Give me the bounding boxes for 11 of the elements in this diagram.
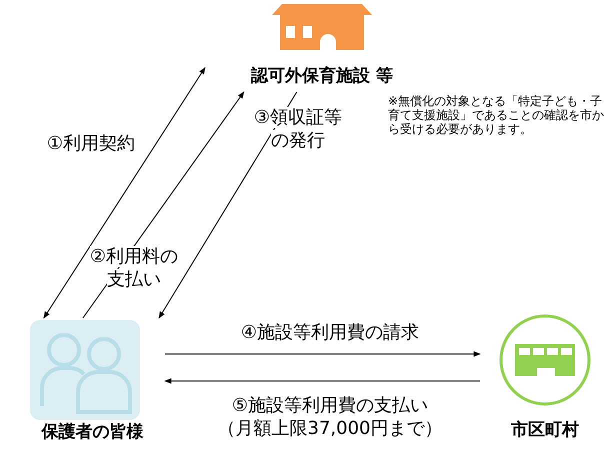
note-text: ※無償化の対象となる「特定子ども・子育て支援施設」であることの確認を市から受ける必要があります。 [388,94,605,136]
arrow [164,351,481,357]
node-label: 認可外保育施設 等 [250,65,394,87]
edge-label: ⑤施設等利用費の支払い [230,394,430,417]
node-label: 市区町村 [510,419,580,441]
node-label: 保護者の皆様 [40,421,144,443]
amount-note: （月額上限37,000円まで） [216,417,444,440]
arrow [43,67,206,319]
edge-label: ④施設等利用費の請求 [240,321,420,344]
arrow [164,378,480,384]
arrow [158,92,298,319]
